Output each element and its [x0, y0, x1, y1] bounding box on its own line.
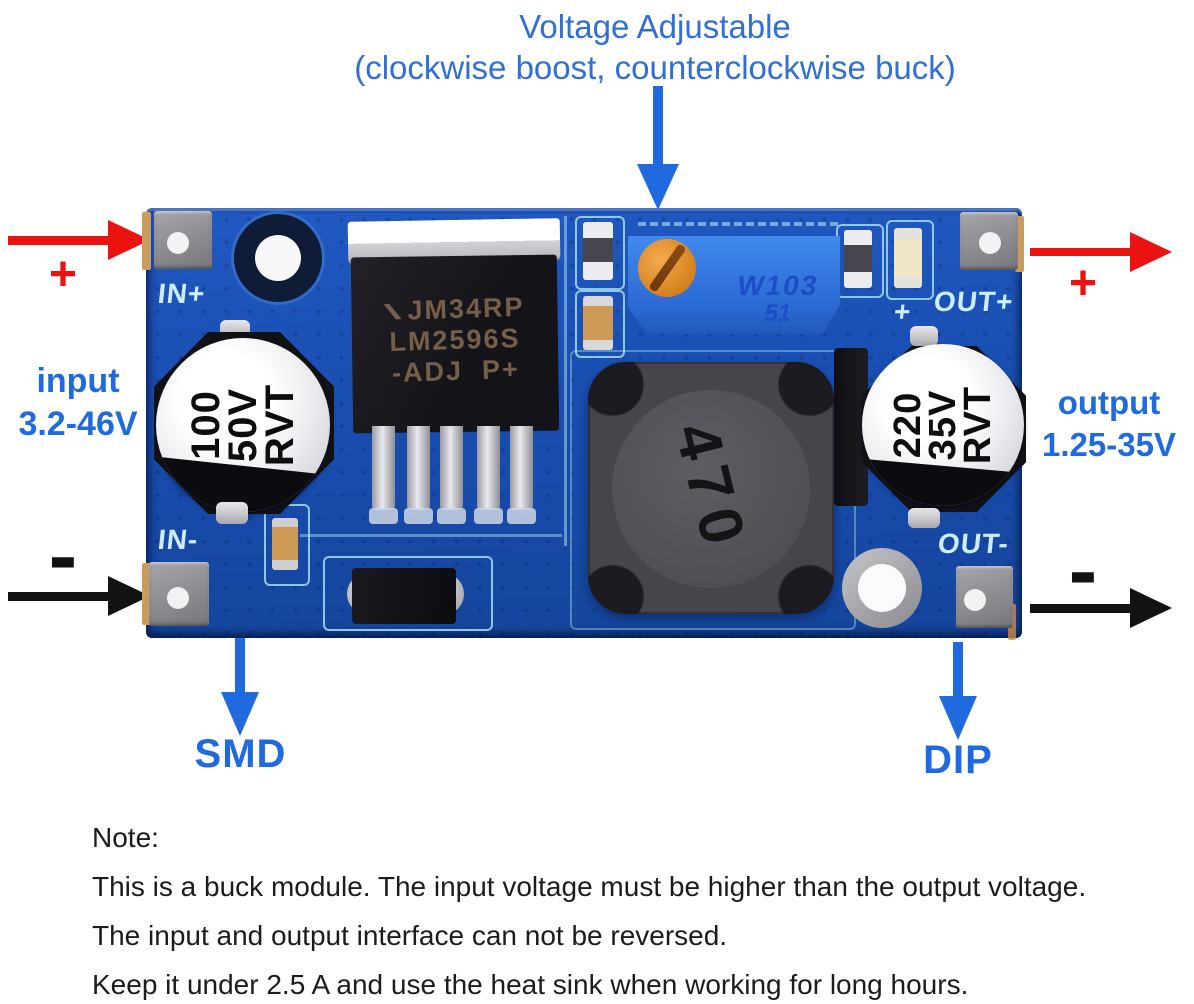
chip-pin [477, 426, 500, 510]
output-word: output [1057, 384, 1161, 421]
mounting-hole [858, 564, 906, 612]
output-negative-arrow-head [1130, 588, 1172, 628]
silkscreen-in-minus: IN- [156, 524, 201, 555]
potentiometer-silkscreen-dashes [638, 222, 838, 226]
input-positive-arrow-shaft [8, 236, 108, 245]
output-capacitor-marking: 220 35V RVT [886, 385, 999, 465]
input-word: input [36, 362, 120, 400]
regulator-marking: JM34RP LM2596S -ADJ P+ [351, 291, 560, 390]
note-line: Keep it under 2.5 A and use the heat sin… [92, 969, 969, 1000]
smd-label: SMD [194, 732, 287, 776]
input-capacitor-marking: 100 50V RVT [183, 383, 302, 467]
silkscreen-plus-mark: + [892, 296, 914, 327]
screw-slot [648, 243, 687, 293]
chip-pin-pad [474, 508, 503, 524]
note-heading: Note: [92, 822, 159, 853]
output-minus-symbol: - [1068, 523, 1098, 619]
smd-led [894, 228, 922, 288]
note-line: This is a buck module. The input voltage… [92, 871, 1087, 902]
voltage-adjust-arrow-head [637, 164, 679, 210]
pad-hole [964, 589, 986, 611]
dip-label: DIP [923, 738, 993, 782]
silkscreen-in-plus: IN+ [156, 278, 208, 309]
chip-pin [372, 426, 395, 510]
chip-pin-pad [404, 508, 433, 524]
led-outline [886, 220, 934, 300]
edge-plating [142, 563, 151, 625]
edge-plating [1015, 216, 1024, 272]
input-minus-symbol: - [48, 508, 78, 604]
chip-pin-pad [369, 508, 398, 524]
capacitor-outline [575, 290, 625, 358]
smd-capacitor [272, 518, 298, 570]
pad-hole [167, 232, 189, 254]
inductor: 470 [588, 362, 834, 614]
diode-outline [323, 556, 493, 631]
title-line2: (clockwise boost, counterclockwise buck) [354, 49, 956, 86]
pcb-board: IN+ IN- OUT+ OUT- + JM34RP LM2596S -ADJ … [142, 208, 1026, 640]
dip-arrow-head [939, 696, 977, 740]
silkscreen-out-plus: OUT+ [932, 286, 1016, 317]
output-positive-arrow-head [1130, 232, 1172, 272]
potentiometer-screw [638, 239, 696, 297]
capacitor-lead [908, 508, 940, 528]
note-line: The input and output interface can not b… [92, 920, 728, 951]
title: Voltage Adjustable (clockwise boost, cou… [150, 6, 1160, 88]
output-range: 1.25-35V [1042, 426, 1176, 463]
input-negative-arrow-shaft [8, 592, 108, 601]
smd-arrow-head [221, 692, 259, 736]
silkscreen-trace-vertical [564, 216, 567, 546]
smd-resistor [583, 222, 613, 280]
output-negative-arrow-shaft [1030, 604, 1130, 613]
resistor-outline [575, 216, 625, 290]
regulator-chip: JM34RP LM2596S -ADJ P+ [350, 254, 560, 434]
capacitor-lead [216, 502, 248, 524]
chip-pin [440, 426, 463, 510]
input-range: 3.2-46V [18, 405, 138, 443]
output-positive-arrow-shaft [1030, 248, 1130, 256]
input-capacitor: 100 50V RVT [156, 338, 330, 512]
regulator-marking-line3: -ADJ P+ [391, 353, 521, 388]
smd-resistor [844, 230, 872, 288]
pad-hole [167, 587, 189, 609]
mounting-hole [255, 235, 301, 281]
dip-arrow-shaft [953, 642, 963, 698]
smd-capacitor [583, 296, 613, 350]
potentiometer-marking1: W103 [734, 270, 822, 301]
title-line1: Voltage Adjustable [519, 8, 791, 45]
inductor-core [612, 390, 810, 588]
input-plus-symbol: + [48, 248, 78, 301]
capacitor-lead [910, 326, 938, 346]
pad-hole [979, 232, 1001, 254]
input-range-label: input 3.2-46V [2, 360, 154, 446]
chip-pin-pad [507, 508, 536, 524]
silkscreen-trace-horizontal [300, 534, 562, 537]
potentiometer-marking2: 51 [762, 300, 794, 327]
output-range-label: output 1.25-35V [1024, 382, 1194, 466]
smd-arrow-shaft [235, 634, 245, 694]
edge-plating [142, 212, 151, 270]
output-capacitor: 220 35V RVT [862, 344, 1024, 506]
silkscreen-out-minus: OUT- [936, 528, 1011, 559]
chip-pin [510, 426, 533, 510]
voltage-adjust-potentiometer: W103 51 [628, 236, 840, 334]
chip-pin [407, 426, 430, 510]
output-plus-symbol: + [1068, 257, 1098, 310]
chip-pin-pad [437, 508, 466, 524]
manufacturer-logo-icon [383, 303, 401, 320]
diode [352, 568, 456, 624]
voltage-adjust-arrow-shaft [653, 86, 663, 168]
note-block: Note: This is a buck module. The input v… [92, 813, 1182, 1004]
